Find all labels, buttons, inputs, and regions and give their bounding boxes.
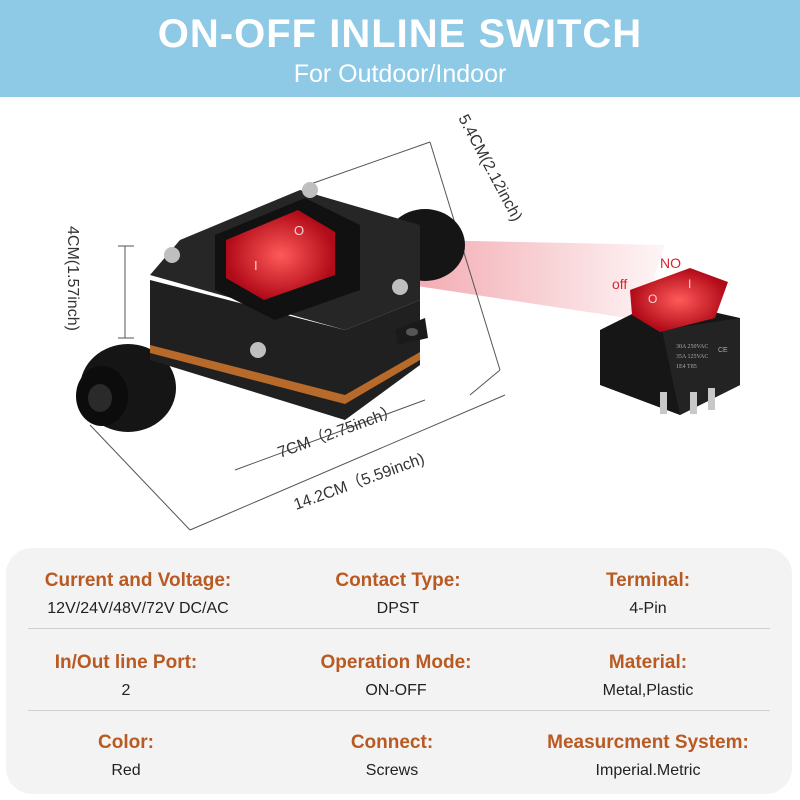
spec-color: Color: Red (0, 732, 256, 780)
spec-label: Terminal: (605, 570, 691, 591)
dimension-lines (89, 141, 506, 531)
left-gland-hole (88, 384, 112, 412)
spec-value: 12V/24V/48V/72V DC/AC (47, 600, 229, 617)
rocker-button (226, 210, 335, 300)
spec-value: 2 (121, 682, 131, 699)
spec-label: Contact Type: (335, 570, 461, 591)
terminal-pin (690, 392, 697, 414)
closeup-marking: 1E4 T85 (676, 364, 697, 370)
spec-label: Operation Mode: (320, 652, 472, 673)
switch-on-label: NO (660, 255, 681, 271)
inline-switch-housing: O I (76, 182, 465, 432)
header-banner: ON-OFF INLINE SWITCH For Outdoor/Indoor (0, 0, 800, 97)
closeup-marking: 30A 250VAC (676, 344, 708, 350)
screw-icon (164, 247, 180, 263)
page-subtitle: For Outdoor/Indoor (293, 60, 507, 88)
spec-panel: Current and Voltage: 12V/24V/48V/72V DC/… (6, 548, 792, 794)
dim-total-length-label: 14.2CM（5.59inch) (291, 450, 427, 514)
screw-icon (392, 279, 408, 295)
dim-width-label: 5.4CM(2.12inch) (454, 112, 525, 224)
spec-label: In/Out line Port: (54, 652, 198, 673)
spec-label: Measurcment System: (547, 732, 749, 753)
closeup-symbol-off: O (648, 292, 657, 306)
spec-value: Imperial.Metric (595, 762, 701, 779)
spec-label: Color: (98, 732, 154, 753)
screw-icon (302, 182, 318, 198)
spec-label: Connect: (350, 732, 434, 753)
spec-divider (28, 710, 770, 711)
closeup-front (662, 318, 740, 415)
rocker-symbol-off: O (294, 223, 304, 238)
switch-off-label: off (612, 276, 627, 292)
spec-contact-type: Contact Type: DPST (268, 570, 528, 618)
spec-measurement-system: Measurcment System: Imperial.Metric (518, 732, 778, 780)
mounting-hole (406, 328, 418, 336)
spec-value: Metal,Plastic (602, 682, 694, 699)
spec-value: ON-OFF (365, 682, 427, 699)
page-title: ON-OFF INLINE SWITCH (157, 12, 643, 56)
closeup-rocker (630, 268, 728, 332)
spec-value: Screws (365, 762, 419, 779)
terminal-pin (660, 392, 667, 414)
spec-label: Current and Voltage: (44, 570, 232, 591)
spec-current-voltage: Current and Voltage: 12V/24V/48V/72V DC/… (8, 570, 268, 618)
spec-value: DPST (376, 600, 420, 617)
spec-operation-mode: Operation Mode: ON-OFF (266, 652, 526, 700)
spec-in-out-port: In/Out line Port: 2 (0, 652, 256, 700)
closeup-marking: CE (718, 347, 728, 354)
rocker-switch-closeup: O I 30A 250VAC 35A 125VAC 1E4 T85 CE (600, 268, 740, 415)
spec-material: Material: Metal,Plastic (518, 652, 778, 700)
product-photo: 4CM(1.57inch) 5.4CM(2.12inch) 7CM（2.75in… (64, 112, 740, 531)
closeup-symbol-on: I (688, 277, 691, 291)
spec-terminal: Terminal: 4-Pin (518, 570, 778, 618)
dim-height-label: 4CM(1.57inch) (64, 226, 81, 331)
spec-value: Red (111, 762, 141, 779)
body-side (150, 280, 420, 420)
screw-icon (250, 342, 266, 358)
spec-divider (28, 628, 770, 629)
terminal-pin (708, 388, 715, 410)
spec-connect: Connect: Screws (262, 732, 522, 780)
closeup-marking: 35A 125VAC (676, 354, 708, 360)
spec-value: 4-Pin (629, 600, 667, 617)
rocker-symbol-on: I (254, 258, 258, 273)
spec-label: Material: (608, 652, 688, 673)
